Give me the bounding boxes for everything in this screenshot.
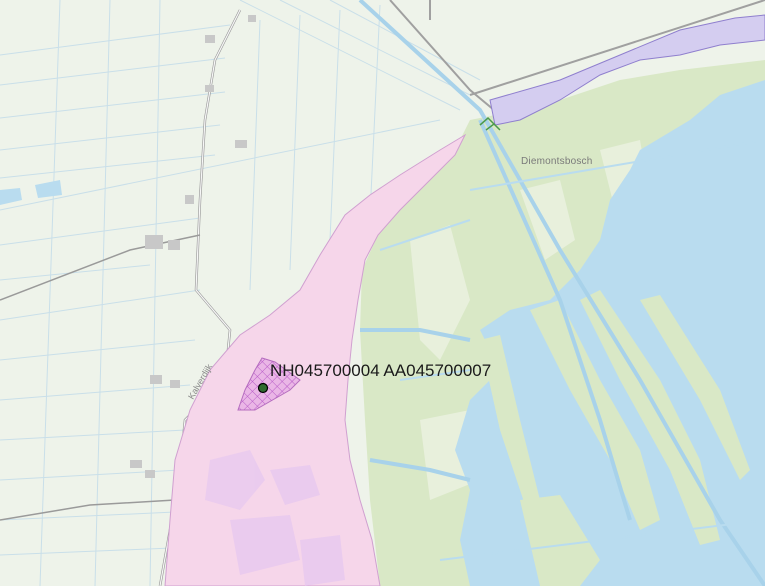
pond-west-2 — [0, 188, 22, 205]
pond-west — [35, 180, 62, 198]
buildings — [130, 15, 256, 478]
feature-label: NH045700004 AA045700007 — [270, 361, 491, 380]
place-label: Diemontsbosch — [521, 156, 593, 167]
zone-lavender[interactable] — [489, 14, 765, 126]
thin-canals — [379, 139, 765, 561]
canals — [358, 0, 765, 586]
peninsulas — [480, 290, 750, 586]
field-lines — [0, 0, 481, 586]
hatched-parcel[interactable] — [237, 357, 301, 411]
point-marker-icon[interactable] — [257, 382, 269, 394]
zone-inner-areas — [205, 450, 345, 586]
junction-features — [479, 116, 501, 131]
